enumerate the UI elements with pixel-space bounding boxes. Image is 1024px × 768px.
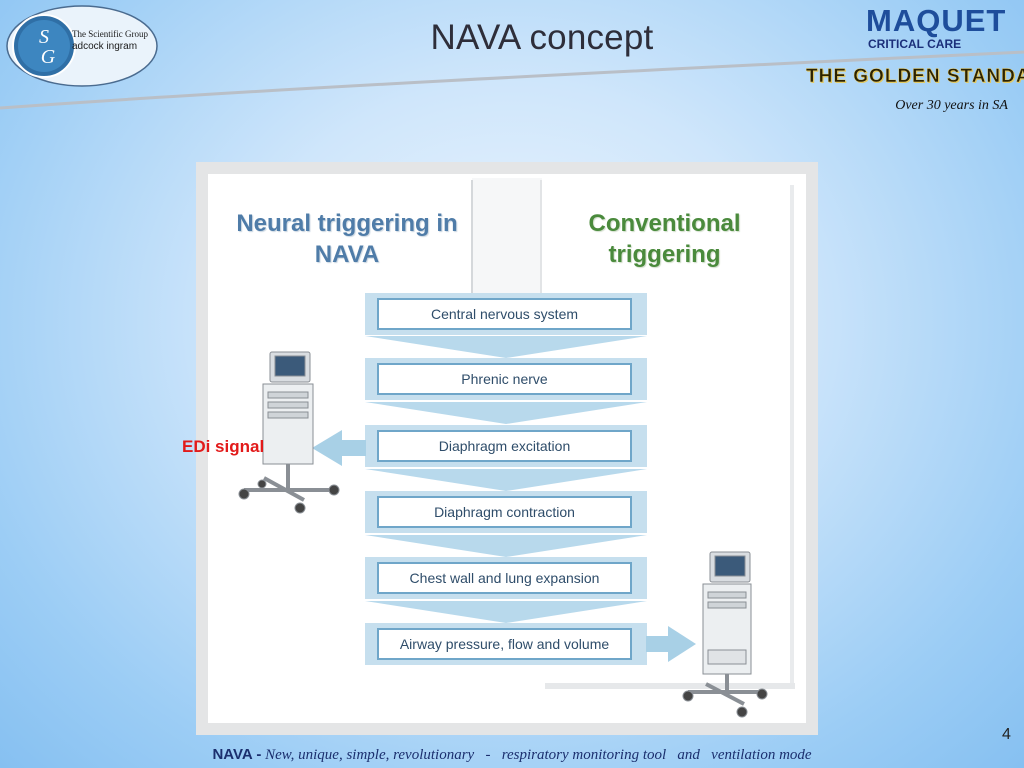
edi-signal-label: EDi signal (182, 437, 265, 456)
scientific-group-logo: S G (6, 5, 158, 87)
column-gap-shade (472, 178, 542, 298)
logo-group-name: The Scientific Group (72, 29, 148, 39)
conventional-triggering-title: Conventional triggering (588, 210, 741, 268)
ventilator-left-icon (238, 351, 340, 514)
golden-standard-tagline: THE GOLDEN STANDARD (806, 66, 1024, 87)
ventilator-right-icon (682, 551, 768, 718)
footer-prefix: NAVA - (212, 746, 262, 763)
slide-title: NAVA concept (430, 18, 654, 57)
panel-shadow-bottom (545, 683, 795, 689)
experience-note: Over 30 years in SA (895, 98, 1008, 113)
step-chest-wall-lung-expansion: Chest wall and lung expansion (377, 562, 632, 594)
step-central-nervous-system: Central nervous system (377, 298, 632, 330)
neural-triggering-title: Neural triggering in NAVA (236, 210, 458, 268)
logo-adcock-ingram: adcock ingram (72, 41, 138, 52)
svg-text:G: G (41, 46, 56, 68)
maquet-logo: MAQUET (866, 3, 1007, 38)
edi-arrow (312, 430, 366, 466)
svg-text:S: S (39, 26, 49, 48)
panel-shadow-right (790, 185, 794, 685)
step-airway-pressure-flow-volume: Airway pressure, flow and volume (377, 628, 632, 660)
critical-care-label: CRITICAL CARE (868, 37, 962, 51)
step-diaphragm-contraction: Diaphragm contraction (377, 496, 632, 528)
output-arrow (646, 626, 696, 662)
step-phrenic-nerve: Phrenic nerve (377, 363, 632, 395)
step-diaphragm-excitation: Diaphragm excitation (377, 430, 632, 462)
header-divider-line (0, 50, 1024, 110)
flow-chevrons (365, 336, 647, 623)
slide-number: 4 (1002, 726, 1011, 743)
footer-caption: NAVA - New, unique, simple, revolutionar… (0, 746, 1024, 764)
footer-text: New, unique, simple, revolutionary - res… (265, 747, 812, 763)
